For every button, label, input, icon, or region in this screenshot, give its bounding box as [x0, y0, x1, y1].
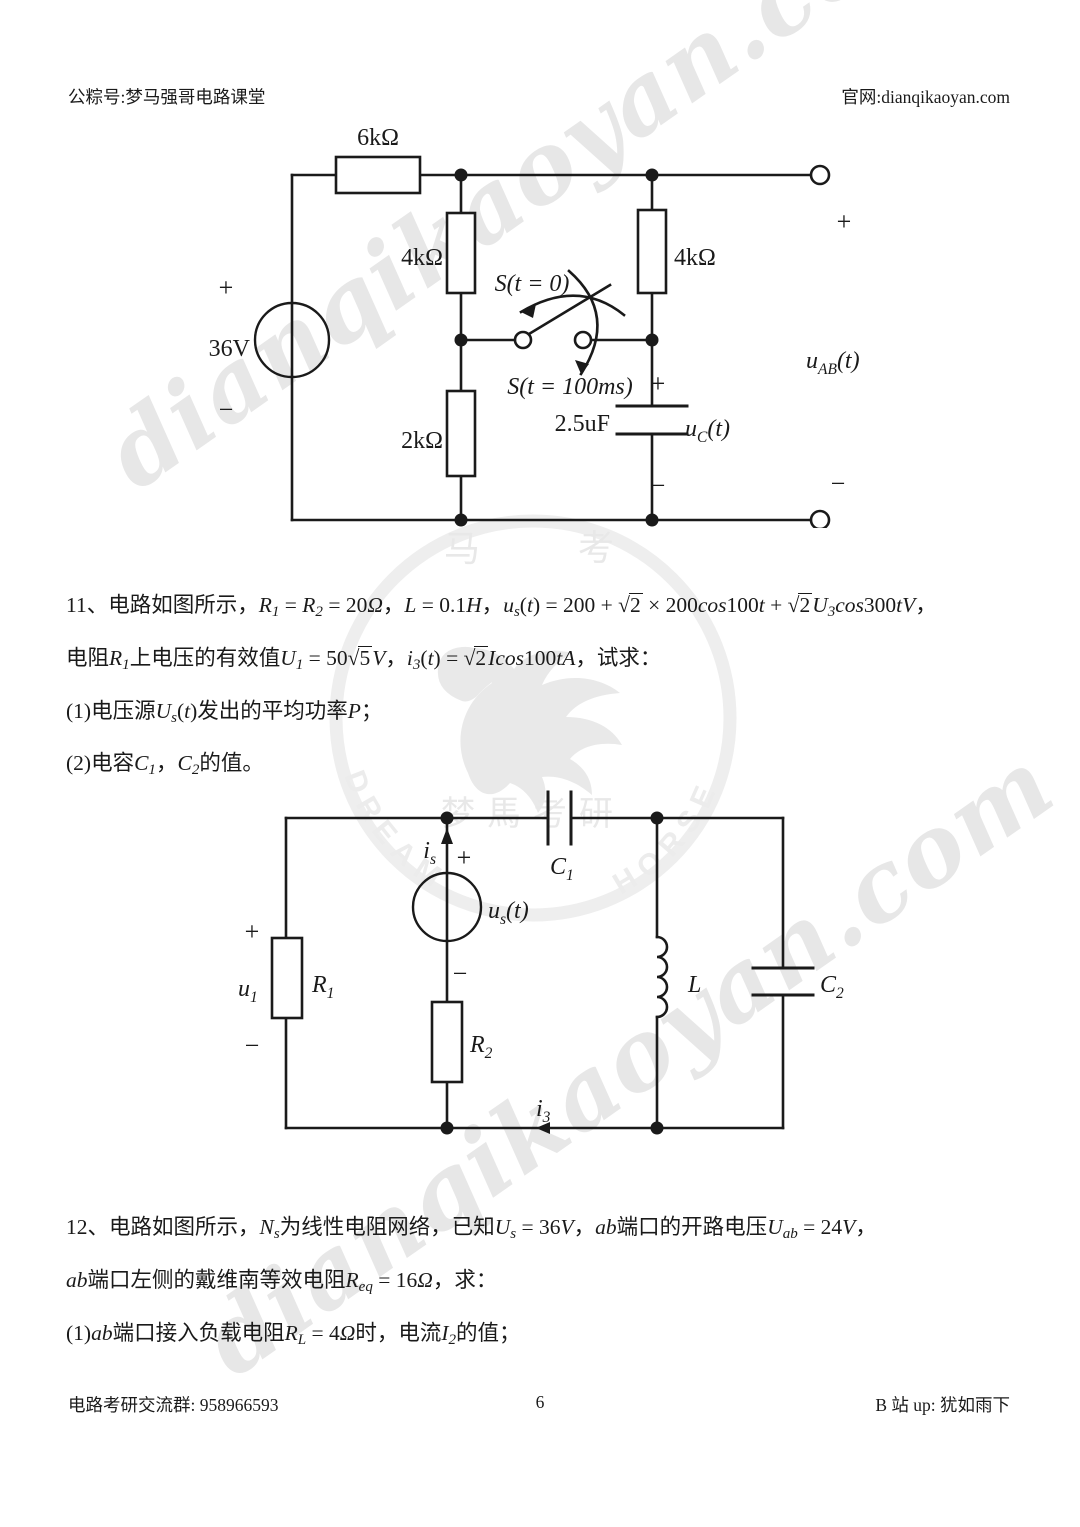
- node-dot: [650, 1121, 664, 1135]
- is-arrowhead-icon: [441, 828, 453, 844]
- inductor-coil: [655, 935, 669, 1019]
- resistor-4k-left: [445, 211, 477, 295]
- circuit2-wires: [284, 816, 785, 1130]
- node-dot: [454, 333, 468, 347]
- capacitor-value-label: 2.5uF: [555, 411, 610, 437]
- voltage-source-36v: [253, 301, 331, 379]
- switch-open-label: S(t = 0): [495, 271, 570, 297]
- u1-plus-sign: +: [245, 917, 260, 946]
- logo-char-kao: 考: [578, 528, 614, 568]
- resistor-r1: [270, 936, 304, 1020]
- switch-contact-left: [513, 330, 533, 350]
- capacitor-minus-sign: −: [651, 471, 666, 500]
- node-dot: [440, 1121, 454, 1135]
- circuit1-wires: [290, 173, 813, 522]
- terminal-minus-sign: −: [831, 469, 846, 498]
- capacitor-c1-label: C1: [550, 854, 574, 884]
- u1-minus-sign: −: [245, 1031, 260, 1060]
- uc-voltage-label: uC(t): [685, 416, 730, 446]
- resistor-6k: [334, 155, 422, 195]
- node-dot: [645, 333, 659, 347]
- logo-char-ma: 马: [444, 529, 480, 569]
- footer-qq-group: 电路考研交流群: 958966593: [68, 1395, 279, 1415]
- problem-text-line: (2)电容C1，C2的值。: [66, 751, 264, 778]
- problem-text-line: (1)电压源Us(t)发出的平均功率P；: [66, 698, 383, 726]
- us-minus-sign: −: [453, 959, 468, 988]
- node-dot: [645, 168, 659, 182]
- i3-arrowhead-icon: [536, 1122, 550, 1134]
- switch-open-arrowhead-icon: [521, 304, 536, 318]
- node-dot: [645, 513, 659, 527]
- source-plus-sign: +: [219, 273, 234, 302]
- switch-blade: [527, 283, 612, 336]
- header-right-website: 官网:dianqikaoyan.com: [841, 87, 1010, 107]
- circuit2-diagram: + u1 − R1 is + us(t) − R2 C1 L C2 i3: [238, 790, 844, 1135]
- page-number: 6: [535, 1392, 545, 1412]
- capacitor-c2: [751, 966, 815, 997]
- terminal-b: [809, 509, 831, 528]
- problem-text-line: (1)ab端口接入负载电阻RL = 4Ω时，电流I2的值；: [66, 1320, 521, 1348]
- resistor-6k-label: 6kΩ: [357, 125, 399, 151]
- switch-contact-right: [573, 330, 593, 350]
- resistor-r1-label: R1: [311, 972, 334, 1002]
- resistor-4k-right: [636, 208, 668, 295]
- resistor-r2-label: R2: [469, 1032, 493, 1062]
- resistor-4k-right-label: 4kΩ: [674, 245, 716, 271]
- resistor-2k-label: 2kΩ: [401, 428, 443, 454]
- switch: [513, 269, 626, 376]
- switch-close-arc: [567, 269, 599, 376]
- node-dot: [650, 811, 664, 825]
- switch-close-label: S(t = 100ms): [507, 374, 633, 400]
- resistor-2k: [445, 389, 477, 478]
- circuit1-diagram: 6kΩ 4kΩ 4kΩ 2kΩ 36V + − S(t = 0) S(t = 1…: [209, 125, 860, 528]
- u1-voltage-label: u1: [238, 976, 258, 1006]
- header-left-account: 公粽号:梦马强哥电路课堂: [68, 87, 266, 107]
- uab-voltage-label: uAB(t): [806, 348, 860, 378]
- resistor-r2: [430, 1000, 464, 1084]
- source-minus-sign: −: [219, 395, 234, 424]
- problem-text-line: ab端口左侧的戴维南等效电阻Req = 16Ω，求：: [66, 1267, 498, 1295]
- inductor-l-label: L: [687, 972, 701, 998]
- footer-bilibili-up: B 站 up: 犹如雨下: [875, 1395, 1010, 1415]
- source-value-label: 36V: [209, 336, 251, 362]
- node-dot: [454, 168, 468, 182]
- terminal-a: [809, 164, 831, 186]
- i3-current-label: i3: [536, 1096, 551, 1126]
- resistor-4k-left-label: 4kΩ: [401, 245, 443, 271]
- switch-close-arrowhead-icon: [575, 360, 589, 374]
- capacitor-c2-label: C2: [820, 972, 844, 1002]
- problem-text-line: 电阻R1上电压的有效值U1 = 50√5V，i3(t) = √2Icos100t…: [66, 645, 662, 673]
- us-plus-sign: +: [457, 843, 472, 872]
- capacitor-c1: [546, 790, 573, 846]
- problem-11-text: 11、电路如图所示，R1 = R2 = 20Ω，L = 0.1H，us(t) =…: [66, 582, 1026, 793]
- capacitor-25uf: [615, 404, 689, 436]
- problem-text-line: 11、电路如图所示，R1 = R2 = 20Ω，L = 0.1H，us(t) =…: [66, 593, 937, 620]
- terminal-plus-sign: +: [837, 207, 852, 236]
- node-dot: [454, 513, 468, 527]
- is-current-label: is: [423, 838, 436, 868]
- capacitor-plus-sign: +: [651, 369, 666, 398]
- problem-12-text: 12、电路如图所示，Ns为线性电阻网络，已知Us = 36V，ab端口的开路电压…: [66, 1204, 1026, 1362]
- switch-open-arc: [519, 294, 626, 317]
- node-dot: [440, 811, 454, 825]
- us-source-label: us(t): [488, 898, 529, 928]
- problem-text-line: 12、电路如图所示，Ns为线性电阻网络，已知Us = 36V，ab端口的开路电压…: [66, 1215, 877, 1242]
